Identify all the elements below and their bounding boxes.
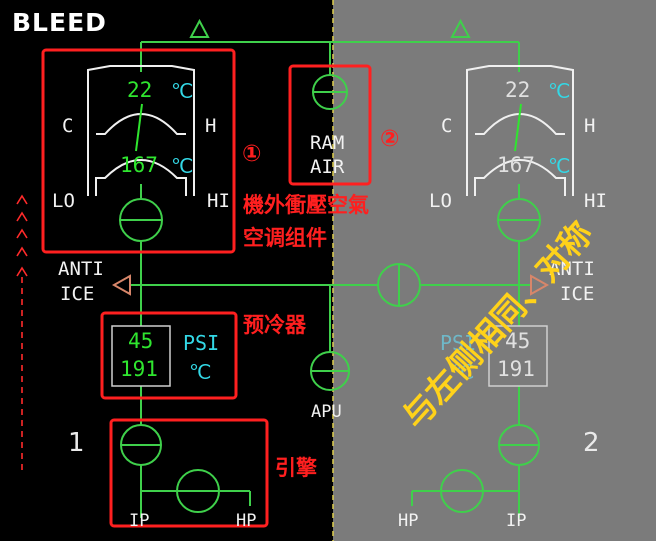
left-pack-label-hi: HI: [207, 190, 230, 212]
annotation-pack-line1: 機外衝壓空氣: [243, 193, 369, 217]
left-precooler-psi: 45: [128, 329, 154, 353]
left-anti-ice-arrow-icon: [111, 274, 131, 296]
right-precooler-box: [488, 325, 548, 387]
left-pack-label-lo: LO: [52, 190, 75, 212]
right-pack-lower-temp: 167: [497, 153, 535, 177]
left-pack-upper-unit: ℃: [171, 79, 194, 103]
right-ip-label: IP: [506, 511, 527, 531]
right-side-overlay: [333, 0, 656, 541]
right-pack-needle: [514, 103, 522, 152]
right-precooler-temp-unit: ℃: [452, 360, 475, 384]
right-hp-label: HP: [398, 511, 419, 531]
precooler-highlight-box: [100, 311, 238, 400]
right-anti-ice-arrow-icon: [530, 274, 550, 296]
page-title: BLEED: [12, 8, 107, 37]
airflow-arrows-icon: [16, 194, 28, 470]
left-anti-ice-label-2: ICE: [60, 283, 95, 305]
left-engine-number: 1: [68, 428, 85, 458]
left-pack-label-c: C: [62, 115, 74, 137]
pack-highlight-box: [41, 48, 236, 254]
right-pack-lower-unit: ℃: [548, 154, 571, 178]
left-precooler-temp-unit: ℃: [189, 360, 212, 384]
left-ip-label: IP: [129, 511, 150, 531]
left-pack-lower-temp: 167: [120, 153, 158, 177]
left-pack-upper-temp: 22: [127, 78, 153, 102]
left-anti-ice-label: ANTI: [58, 258, 104, 280]
ram-air-label-2: AIR: [310, 156, 345, 178]
apu-label: APU: [311, 402, 342, 422]
triangle-icon: [189, 18, 210, 38]
annotation-precooler: 预冷器: [243, 313, 306, 337]
right-anti-ice-label-2: ICE: [560, 283, 595, 305]
ram-air-highlight-box: [288, 64, 372, 186]
annotation-pack-line2: 空调组件: [243, 226, 327, 250]
left-precooler-temp: 191: [120, 357, 158, 381]
right-pack-label-lo: LO: [429, 190, 452, 212]
right-pack-label-h: H: [584, 115, 596, 137]
right-precooler-psi-unit: PSI: [440, 331, 477, 355]
left-pack-label-h: H: [205, 115, 217, 137]
right-pack-label-c: C: [441, 115, 453, 137]
left-pack-lower-unit: ℃: [171, 154, 194, 178]
triangle-icon: [450, 18, 471, 38]
annotation-marker-1: ①: [242, 141, 262, 167]
annotation-marker-2: ②: [380, 126, 400, 152]
right-pack-upper-unit: ℃: [548, 79, 571, 103]
right-pack-label-hi: HI: [584, 190, 607, 212]
right-anti-ice-label: ANTI: [549, 258, 595, 280]
right-precooler-temp: 191: [497, 357, 535, 381]
right-precooler-psi: 45: [505, 329, 531, 353]
left-precooler-box: [111, 325, 171, 387]
right-engine-number: 2: [583, 428, 600, 458]
left-precooler-psi-unit: PSI: [183, 331, 220, 355]
right-bleed-lines: [411, 241, 520, 518]
left-pack-needle: [135, 103, 143, 152]
engine-highlight-box: [109, 418, 269, 528]
ram-air-label: RAM: [310, 132, 345, 154]
right-pack-upper-temp: 22: [505, 78, 531, 102]
left-hp-label: HP: [236, 511, 257, 531]
annotation-engine: 引擎: [275, 456, 317, 480]
